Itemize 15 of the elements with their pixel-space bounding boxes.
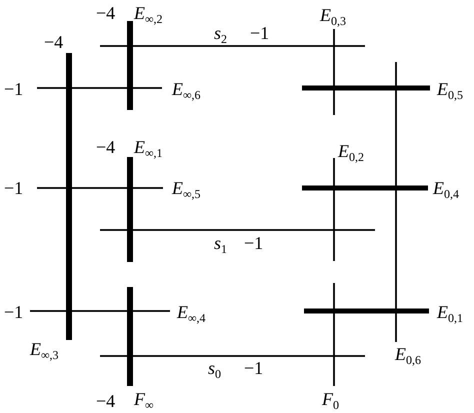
curve-label: s$_{0}$ — [208, 359, 222, 377]
self-intersection-number: −4 — [96, 4, 116, 22]
curve-label: s$_{2}$ — [214, 24, 228, 42]
self-intersection-number: −1 — [4, 303, 24, 321]
curve-label: F$_{∞}$ — [134, 390, 154, 408]
curve-label: s$_{1}$ — [214, 234, 228, 252]
self-intersection-number: −1 — [4, 80, 24, 98]
self-intersection-number: −1 — [4, 179, 24, 197]
curve-label: F$_{0}$ — [322, 390, 339, 408]
self-intersection-number: −1 — [244, 234, 264, 252]
self-intersection-number: −4 — [96, 392, 116, 410]
self-intersection-number: −1 — [244, 359, 264, 377]
self-intersection-number: −1 — [250, 24, 270, 42]
self-intersection-number: −4 — [44, 33, 64, 51]
self-intersection-number: −4 — [96, 138, 116, 156]
